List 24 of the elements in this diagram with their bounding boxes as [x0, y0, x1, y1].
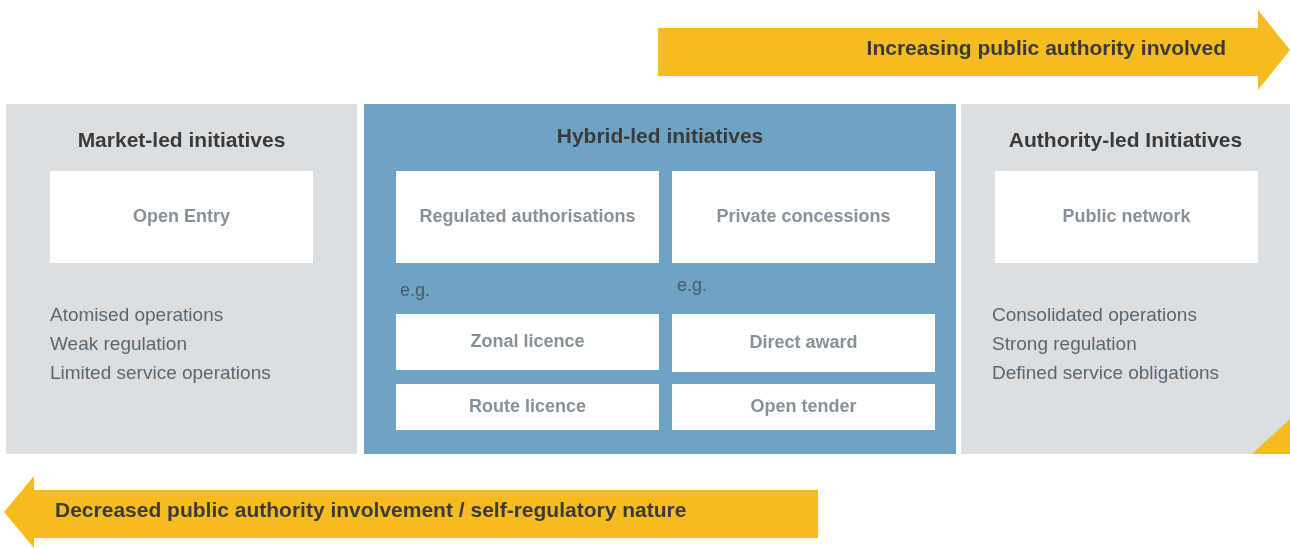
option-box: Regulated authorisations [396, 171, 659, 263]
panel-heading: Authority-led Initiatives [1007, 128, 1244, 152]
example-label: e.g. [400, 280, 431, 301]
option-box: Direct award [672, 314, 935, 372]
list-item: Limited service operations [50, 362, 271, 384]
list-item: Strong regulation [992, 333, 1137, 355]
list-item: Defined service obligations [992, 362, 1220, 384]
option-box: Open Entry [50, 171, 313, 263]
category-panel [961, 104, 1290, 454]
list-item: Weak regulation [50, 333, 187, 355]
list-item: Consolidated operations [992, 304, 1197, 326]
example-label: e.g. [677, 275, 708, 296]
panel-heading: Market-led initiatives [76, 128, 287, 152]
list-item: Atomised operations [50, 304, 224, 326]
option-box: Open tender [672, 384, 935, 430]
arrow-label: Increasing public authority involved [866, 36, 1226, 60]
option-box: Zonal licence [396, 314, 659, 370]
panel-heading: Hybrid-led initiatives [555, 124, 765, 148]
option-box: Route licence [396, 384, 659, 430]
option-box: Public network [995, 171, 1258, 263]
arrow-label: Decreased public authority involvement / self-regulatory nature [55, 498, 687, 522]
option-box: Private concessions [672, 171, 935, 263]
category-panel [364, 104, 956, 454]
category-panel [6, 104, 357, 454]
